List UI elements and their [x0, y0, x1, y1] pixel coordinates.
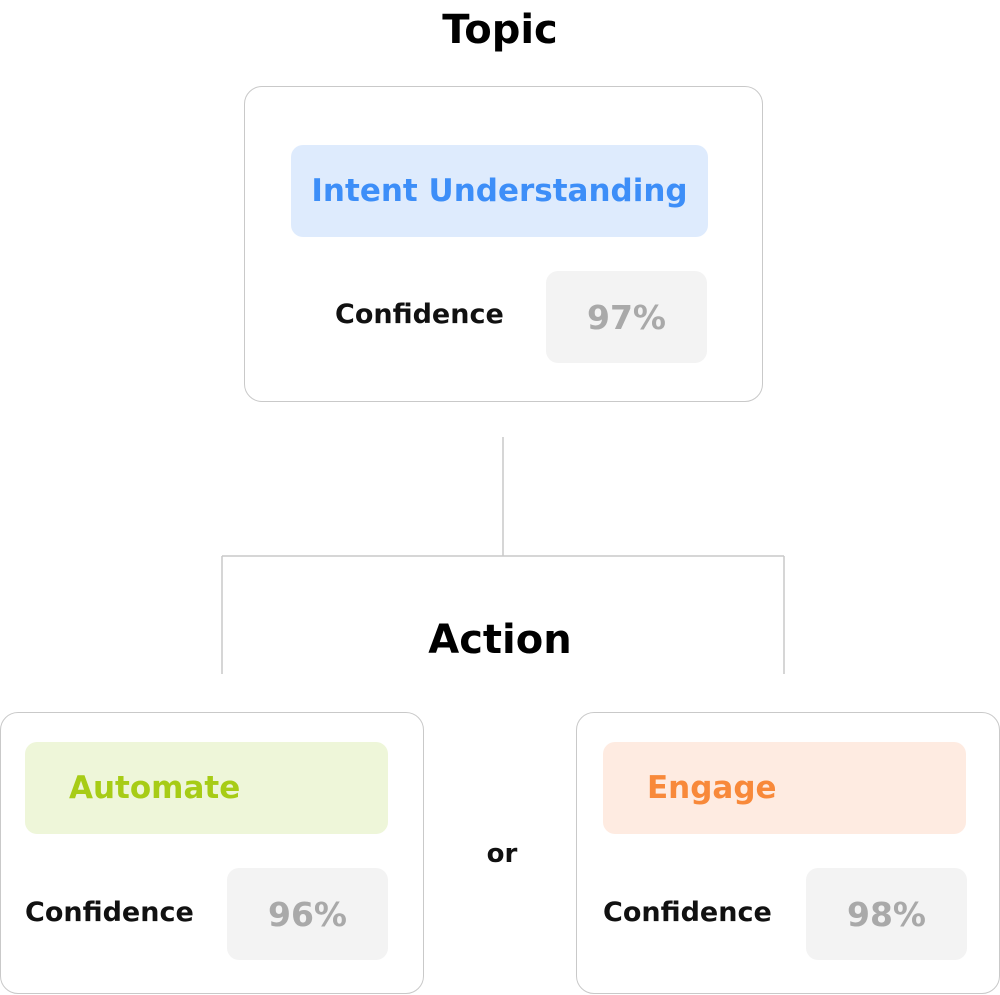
engage-confidence-value: 98% [806, 868, 967, 960]
engage-card: Engage Confidence 98% [576, 712, 1000, 994]
topic-card: Intent Understanding Confidence 97% [244, 86, 763, 402]
engage-label-pill: Engage [603, 742, 966, 834]
topic-confidence-value: 97% [546, 271, 707, 363]
topic-heading: Topic [442, 7, 558, 53]
topic-label-pill: Intent Understanding [291, 145, 708, 237]
automate-card: Automate Confidence 96% [0, 712, 424, 994]
engage-confidence-label: Confidence [603, 897, 772, 928]
automate-confidence-label: Confidence [25, 897, 194, 928]
automate-label-pill: Automate [25, 742, 388, 834]
action-heading: Action [428, 617, 572, 663]
automate-confidence-value: 96% [227, 868, 388, 960]
or-separator: or [486, 839, 518, 869]
topic-confidence-label: Confidence [335, 299, 504, 330]
